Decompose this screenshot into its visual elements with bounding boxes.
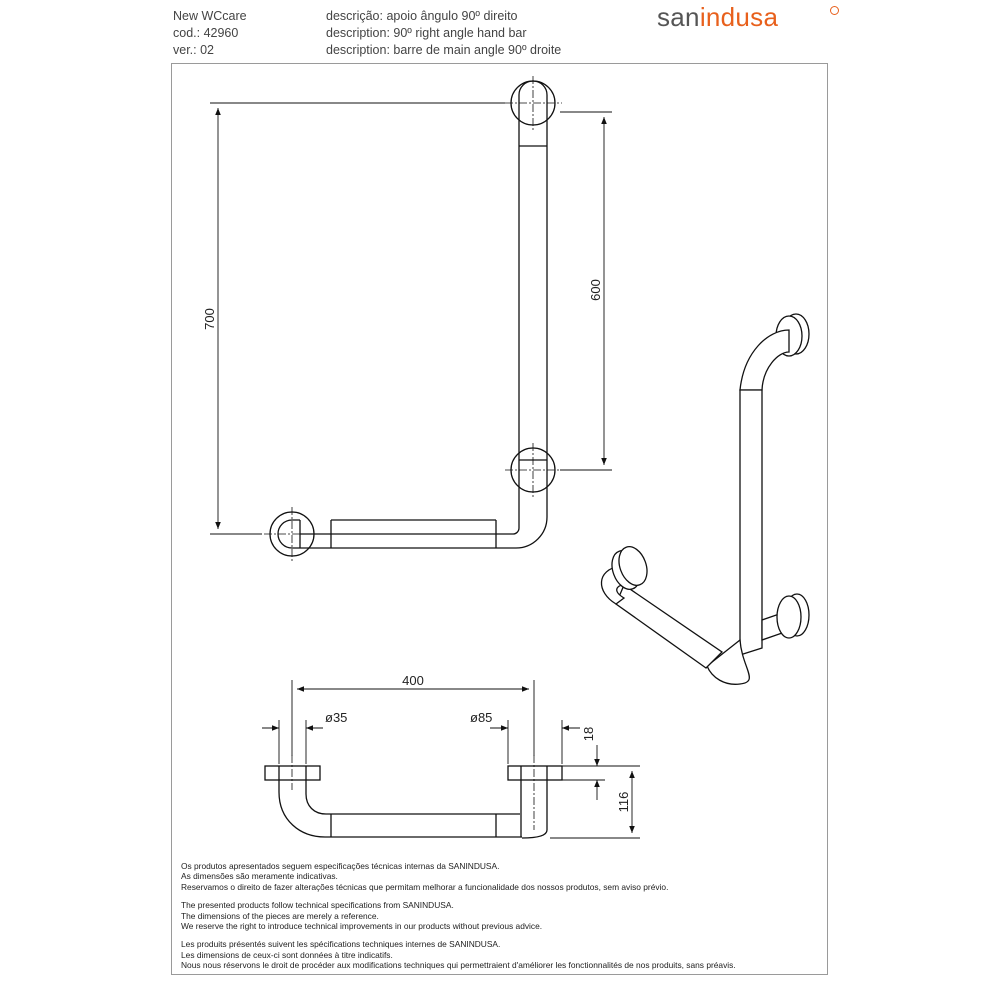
disclaimer-notes: Os produtos apresentados seguem especifi… [181,853,821,979]
header-descriptions: descrição: apoio ângulo 90º direito desc… [326,8,561,59]
left-flange-top [264,765,321,781]
note-fr-2: Les dimensions de ceux-ci sont données à… [181,949,393,960]
logo-text-indusa: indusa [699,2,779,32]
top-centerlines [291,755,535,830]
front-centerlines [264,76,562,562]
drawing-frame [171,63,828,975]
dim-height-total: 700 [202,308,217,330]
top-view [264,765,563,839]
note-pt-3: Reservamos o direito de fazer alterações… [181,881,669,892]
inner-bend [512,527,520,535]
horizontal-tube [300,533,516,549]
outer-bend [515,516,548,549]
left-pipe-inner [305,780,520,815]
note-en-1: The presented products follow technical … [181,900,454,911]
note-pt-2: As dimensões são meramente indicativas. [181,871,338,882]
dim-length: 400 [402,673,424,688]
description-pt: descrição: apoio ângulo 90º direito [326,9,518,23]
right-flange-top [507,765,563,781]
note-pt-1: Os produtos apresentados seguem especifi… [181,861,500,871]
dim-projection: 116 [616,792,631,813]
description-en: description: 90º right angle hand bar [326,26,527,40]
isometric-view [600,313,810,685]
header-product-info: New WCcare cod.: 42960 ver.: 02 [173,8,247,59]
front-dimensions [210,102,612,535]
dim-flange-thickness: 18 [581,727,596,741]
dim-tube-diameter: ø35 [325,710,347,725]
top-dimensions [262,680,640,839]
product-version: ver.: 02 [173,43,214,57]
note-fr-3: Nous nous réservons le droit de procéder… [181,960,736,971]
logo-text-san: san [657,2,700,32]
front-view [269,80,556,557]
dim-height-inner: 600 [588,279,603,301]
product-name: New WCcare [173,9,247,23]
note-fr-1: Les produits présentés suivent les spéci… [181,939,501,950]
description-fr: description: barre de main angle 90º dro… [326,43,562,57]
vertical-tube [518,103,548,528]
dim-flange-diameter: ø85 [470,710,492,725]
product-code: cod.: 42960 [173,26,239,40]
note-en-3: We reserve the right to introduce techni… [181,921,543,932]
left-pipe-bend [278,780,496,838]
logo-mark-icon [830,6,839,15]
note-en-2: The dimensions of the pieces are merely … [181,910,379,921]
sanindusa-logo: sanindusa [657,2,778,33]
